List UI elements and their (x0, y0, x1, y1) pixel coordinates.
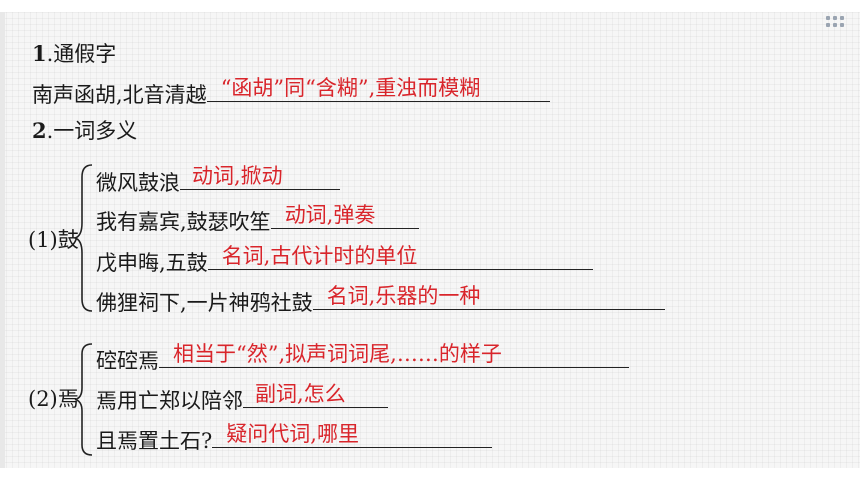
answer-text: 相当于“然”,拟声词词尾,……的样子 (173, 342, 502, 366)
yan-item-1: 硿硿焉相当于“然”,拟声词词尾,……的样子 (96, 342, 629, 375)
sentence: 我有嘉宾,鼓瑟吹笙 (96, 210, 271, 234)
top-bar (0, 0, 860, 12)
heading-text: .通假字 (46, 42, 117, 66)
answer-blank: 名词,乐器的一种 (312, 284, 665, 310)
gu-item-4: 佛狸祠下,一片神鸦社鼓名词,乐器的一种 (96, 284, 665, 317)
yan-item-3: 且焉置土石? 疑问代词,哪里 (96, 422, 493, 455)
gu-item-2: 我有嘉宾,鼓瑟吹笙动词,弹奏 (96, 203, 419, 236)
left-brace (74, 343, 93, 456)
answer-text: 动词,掀动 (192, 164, 283, 188)
side-stripe (0, 12, 5, 468)
left-brace (74, 164, 93, 312)
answer-blank: 动词,掀动 (180, 164, 340, 190)
sentence: 南声函胡,北音清越 (32, 83, 207, 107)
gu-item-1: 微风鼓浪动词,掀动 (96, 164, 340, 197)
sentence: 硿硿焉 (96, 349, 159, 373)
answer-blank: 相当于“然”,拟声词词尾,……的样子 (159, 342, 629, 368)
sentence: 且焉置土石? (96, 429, 213, 453)
yan-item-2: 焉用亡郑以陪邻副词,怎么 (96, 382, 388, 415)
sentence: 戊申晦,五鼓 (96, 251, 208, 275)
heading-tongjiazi: 1.通假字 (32, 40, 116, 68)
answer-blank: 名词,古代计时的单位 (207, 244, 593, 270)
group-label-gu: (1)鼓 (28, 228, 79, 252)
corner-dots-decoration (826, 16, 844, 34)
answer-text: 副词,怎么 (255, 382, 346, 406)
answer-text: 名词,乐器的一种 (326, 284, 481, 308)
answer-blank: 副词,怎么 (243, 382, 388, 408)
sentence: 微风鼓浪 (96, 171, 180, 195)
sentence: 焉用亡郑以陪邻 (96, 389, 243, 413)
answer-text: “函胡”同“含糊”,重浊而模糊 (220, 76, 481, 100)
answer-text: 动词,弹奏 (284, 203, 376, 227)
group-label-yan: (2)焉 (28, 387, 79, 411)
sentence: 佛狸祠下,一片神鸦社鼓 (96, 291, 313, 315)
tongjia-line: 南声函胡,北音清越 “函胡”同“含糊”,重浊而模糊 (32, 76, 550, 109)
heading-number: 1 (32, 41, 47, 66)
answer-blank: 疑问代词,哪里 (212, 422, 493, 448)
answer-text: 疑问代词,哪里 (226, 422, 359, 446)
heading-number: 2 (32, 118, 47, 143)
gu-item-3: 戊申晦,五鼓名词,古代计时的单位 (96, 244, 593, 277)
bottom-bar (0, 468, 860, 484)
heading-yiciduoyi: 2.一词多义 (32, 117, 137, 145)
answer-blank: 动词,弹奏 (270, 203, 419, 229)
answer-blank: “函胡”同“含糊”,重浊而模糊 (206, 76, 550, 102)
heading-text: .一词多义 (46, 119, 138, 143)
answer-text: 名词,古代计时的单位 (221, 244, 418, 268)
